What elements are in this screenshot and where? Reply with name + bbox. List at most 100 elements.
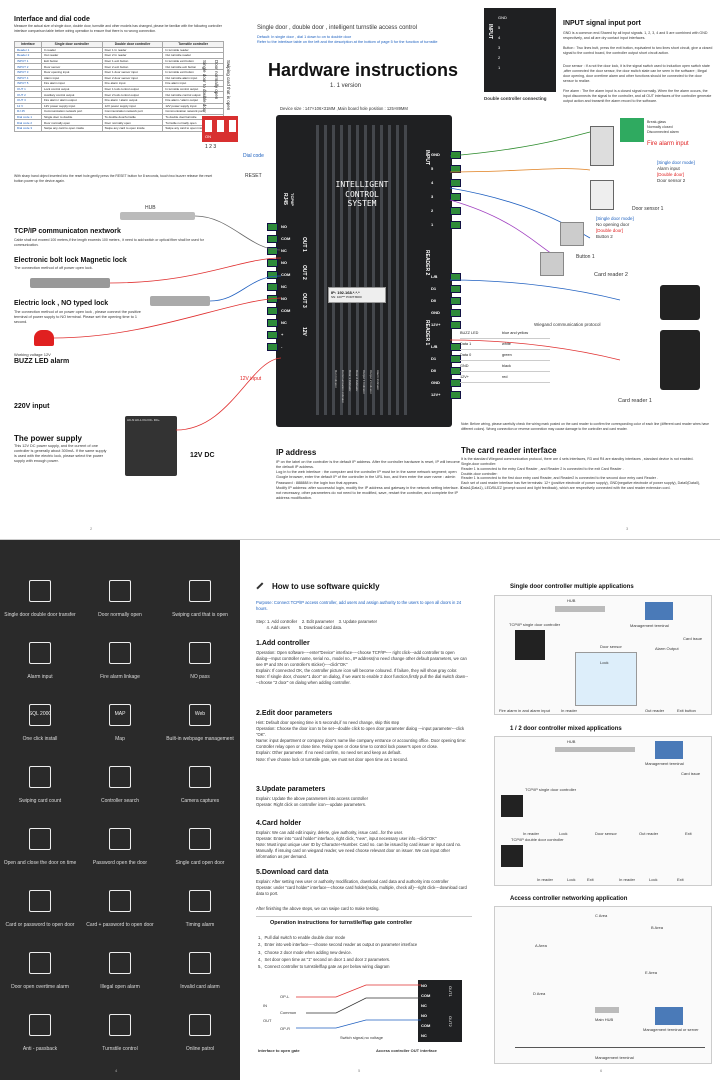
wire-signal: Data 1	[460, 342, 472, 346]
terminal-screw	[450, 179, 461, 187]
wire-note: Note: Before wiring, please carefully ch…	[461, 422, 709, 431]
terminal-screw	[267, 319, 278, 327]
terminal-label: COM	[281, 272, 291, 277]
wire-color: red	[502, 375, 508, 379]
card-desc: It is the standard Wiegand communication…	[461, 457, 701, 491]
button1-label: Button 1	[576, 254, 595, 260]
button-desc: Button : Two lines butt, press the exit …	[563, 46, 713, 55]
electric-lock	[150, 296, 210, 306]
turnstile-step: 5、Connect controller to turnstile/flap g…	[258, 964, 390, 970]
terminal-screw	[450, 321, 461, 329]
input-number: 3	[498, 45, 501, 50]
relay-terminal: NC	[421, 1033, 427, 1038]
input-terminal-label: GND	[431, 152, 440, 157]
overtime-icon	[29, 952, 51, 974]
input-item: Door 1 exit button	[519, 69, 549, 73]
feature-label: Door open overtime alarm	[11, 984, 69, 990]
psu-title: The power supply	[14, 434, 83, 443]
doc-subtitle: Single door , double door , intelligent …	[257, 25, 418, 31]
table-cell: OUT 3	[14, 96, 42, 104]
gate-out: OUT	[263, 1018, 272, 1023]
out2-label: OUT 2	[301, 265, 307, 280]
fire-breakglass-icon	[620, 118, 644, 142]
table-cell: Out turnstile exit button	[162, 63, 224, 70]
feature-label: Controller search	[100, 798, 140, 804]
turnstile-step: 2、Enter into web interface----choose sec…	[258, 942, 418, 948]
table-cell: 12 V	[14, 102, 42, 110]
exit-button-2	[560, 222, 584, 246]
wire-signal: GND	[460, 364, 469, 368]
nolock-title: Electric lock , NO typed lock	[14, 300, 109, 307]
version: 1. 1 version	[330, 83, 362, 89]
table-cell: OUT 2	[14, 91, 42, 98]
led-label: Alarm Indicator	[376, 370, 380, 391]
gate-common: Common	[280, 1010, 297, 1015]
feature-label: Single card open door	[175, 860, 225, 866]
step5-after: After finishing the above steps, we can …	[256, 906, 380, 911]
ip-title: IP address	[276, 448, 317, 457]
terminal-label: NC	[281, 248, 287, 253]
pencil-icon	[256, 582, 268, 594]
gate-wires	[296, 984, 421, 1029]
terminal-screw	[450, 391, 461, 399]
app1-diagram: HUB Management terminal Card issue TCP/I…	[494, 595, 712, 715]
step4-title: 4.Card holder	[256, 820, 302, 827]
out1-label: OUT 1	[301, 237, 307, 252]
input-port-title: INPUT signal input port	[563, 20, 641, 27]
feature-label: NO pass	[190, 674, 210, 680]
turnstile-icon	[109, 1014, 131, 1036]
map-icon: MAP	[109, 704, 131, 726]
gate-in: IN	[263, 1003, 267, 1008]
door-transfer-icon	[29, 580, 51, 602]
no-pass-icon	[189, 642, 211, 664]
switch-note: Switch signal,no voltage	[340, 1035, 383, 1040]
terminal-screw	[450, 355, 461, 363]
exit-button-1	[540, 252, 564, 276]
input-item: Door 2 exit button	[519, 59, 549, 63]
reader-terminal-label: D1	[431, 356, 437, 361]
dial-switch[interactable]: ON	[202, 116, 238, 142]
feature-label: Fire alarm linkage	[100, 674, 140, 680]
table-cell: Dial code 3	[14, 124, 42, 132]
card-plus-pass-icon	[109, 890, 131, 912]
button2-text: [Single door mode]No opening door[Double…	[596, 216, 634, 239]
led-label: Run Indicator	[334, 370, 338, 388]
terminal-screw	[450, 309, 461, 317]
terminal-screw	[267, 331, 278, 339]
icon-text: Web	[194, 711, 206, 717]
reader-terminal-label: 12V+	[431, 392, 441, 397]
table-cell: Out turnstile alarm input	[162, 74, 224, 82]
ip-sticker: IP: 192.168.*.*.*SN: 100*** PORT:8000	[328, 287, 386, 303]
terminal-screw	[450, 193, 461, 201]
keypad-icon	[109, 828, 131, 850]
terminal-screw	[267, 259, 278, 267]
feature-label: Single door double door transfer	[4, 612, 76, 618]
card-reader-2	[660, 285, 700, 320]
out3-label: OUT 3	[301, 293, 307, 308]
relay-terminal: NC	[421, 1003, 427, 1008]
wire-color: blue and yellow	[502, 331, 529, 335]
software-title-bar: How to use software quickly	[256, 582, 458, 594]
device-size: Device size : 147×106×31MM ,Main board h…	[280, 106, 408, 111]
led-label: Output 2 Indicator	[369, 370, 373, 394]
sensor2-text: [Single door mode]Alarm input[Double doo…	[657, 160, 695, 183]
relay-out-label: OUT1	[448, 986, 453, 997]
sensor1-label: Door sensor 1	[632, 206, 664, 212]
page-number: 6	[600, 1068, 603, 1073]
door-open-icon	[109, 580, 131, 602]
feature-label: Door normally open	[98, 612, 142, 618]
feature-label: Map	[115, 736, 125, 742]
step1-body: Operation: Open software----enter"Device…	[256, 650, 469, 686]
feature-label: Alarm input	[27, 674, 53, 680]
alarm-light-icon	[34, 330, 54, 346]
input-number: 1	[498, 65, 501, 70]
